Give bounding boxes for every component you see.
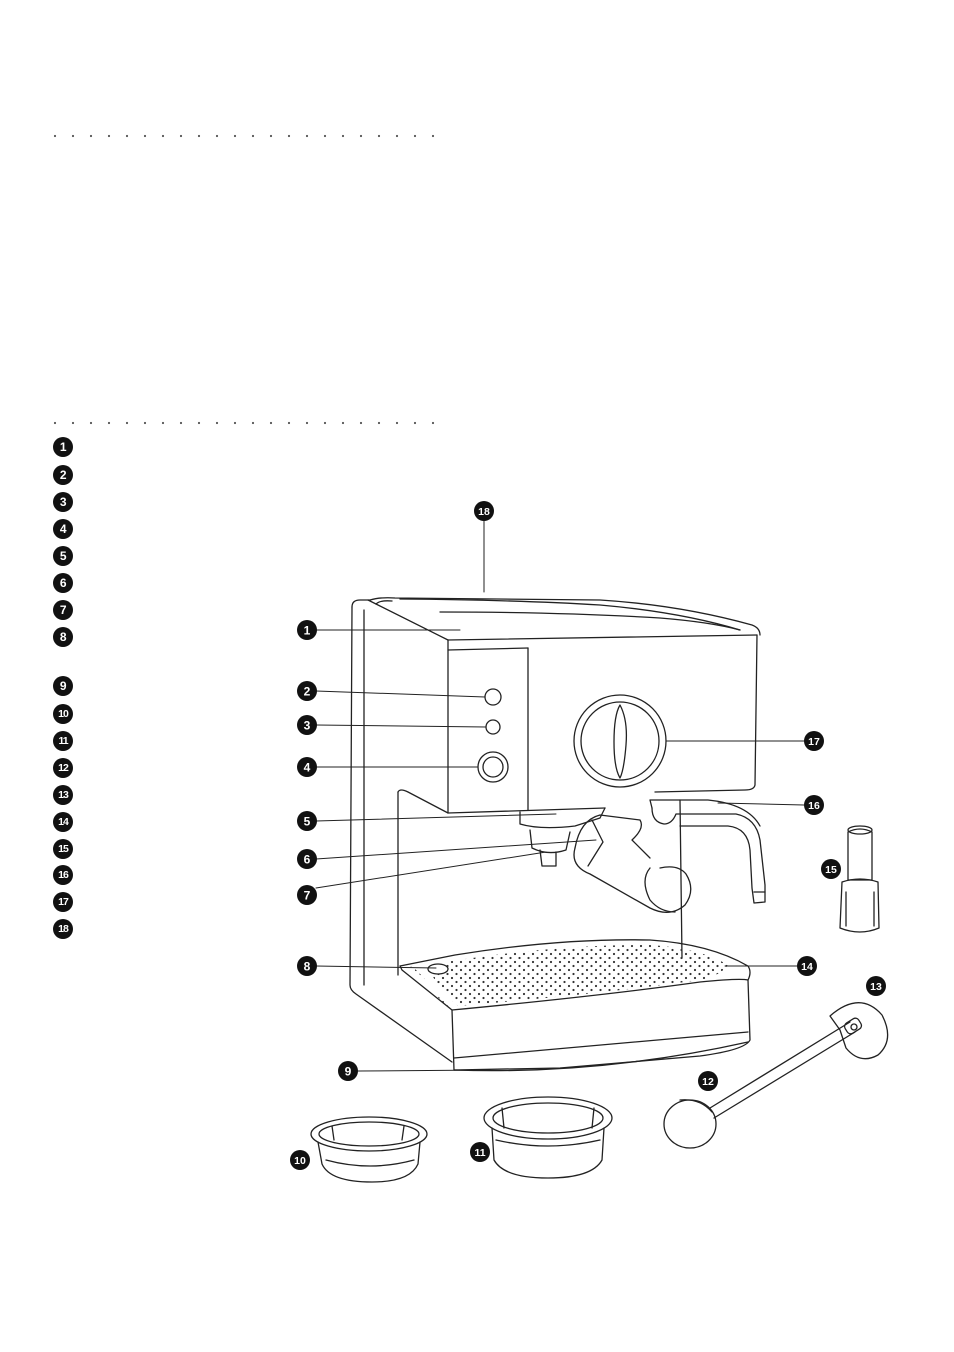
legend-number: 9 bbox=[53, 676, 73, 696]
callout-number: 17 bbox=[808, 736, 820, 748]
legend-item-2: 2 bbox=[53, 465, 73, 485]
legend-item-6: 6 bbox=[53, 573, 73, 593]
callout-number: 14 bbox=[801, 961, 813, 973]
callout-number: 6 bbox=[304, 853, 311, 867]
filter-holder bbox=[519, 807, 692, 913]
legend-number: 18 bbox=[53, 919, 73, 939]
legend-item-10: 10 bbox=[53, 704, 73, 724]
callout-number: 9 bbox=[345, 1065, 352, 1079]
legend-item-13: 13 bbox=[53, 785, 73, 805]
callout-4: 4 bbox=[297, 757, 317, 777]
callout-3: 3 bbox=[297, 715, 317, 735]
legend-number: 8 bbox=[53, 627, 73, 647]
legend-number: 16 bbox=[53, 865, 73, 885]
dotted-rule-bottom bbox=[53, 421, 435, 425]
callout-number: 2 bbox=[304, 685, 311, 699]
callout-12: 12 bbox=[698, 1071, 718, 1091]
legend-number: 12 bbox=[53, 758, 73, 778]
legend-item-11: 11 bbox=[53, 731, 73, 751]
legend-item-5: 5 bbox=[53, 546, 73, 566]
legend-number: 2 bbox=[53, 465, 73, 485]
callout-number: 13 bbox=[870, 981, 882, 993]
legend-item-15: 15 bbox=[53, 839, 73, 859]
callout-15: 15 bbox=[821, 859, 841, 879]
callout-number: 1 bbox=[304, 624, 311, 638]
legend-number: 1 bbox=[53, 437, 73, 457]
legend-number: 7 bbox=[53, 600, 73, 620]
callout-17: 17 bbox=[804, 731, 824, 751]
legend-item-14: 14 bbox=[53, 812, 73, 832]
measuring-spoon bbox=[663, 1002, 889, 1149]
legend-number: 13 bbox=[53, 785, 73, 805]
legend-number: 17 bbox=[53, 892, 73, 912]
callout-number: 5 bbox=[304, 815, 311, 829]
callout-9: 9 bbox=[338, 1061, 358, 1081]
filter-basket-single bbox=[310, 1116, 428, 1183]
legend-number: 4 bbox=[53, 519, 73, 539]
callout-10: 10 bbox=[290, 1150, 310, 1170]
dotted-rule-top bbox=[53, 134, 435, 138]
filter-basket-double bbox=[483, 1096, 613, 1179]
legend-item-4: 4 bbox=[53, 519, 73, 539]
callout-2: 2 bbox=[297, 681, 317, 701]
frothing-jug bbox=[839, 825, 880, 933]
callout-number: 16 bbox=[808, 800, 820, 812]
callout-number: 18 bbox=[478, 506, 490, 518]
legend-number: 5 bbox=[53, 546, 73, 566]
legend-number: 11 bbox=[53, 731, 73, 751]
callout-7: 7 bbox=[297, 885, 317, 905]
legend-item-8: 8 bbox=[53, 627, 73, 647]
callout-number: 3 bbox=[304, 719, 311, 733]
callout-16: 16 bbox=[804, 795, 824, 815]
callout-5: 5 bbox=[297, 811, 317, 831]
callout-number: 4 bbox=[304, 761, 311, 775]
legend-number: 6 bbox=[53, 573, 73, 593]
legend-item-18: 18 bbox=[53, 919, 73, 939]
drip-tray bbox=[399, 939, 751, 1072]
legend-number: 10 bbox=[53, 704, 73, 724]
legend-item-7: 7 bbox=[53, 600, 73, 620]
callout-1: 1 bbox=[297, 620, 317, 640]
legend-item-12: 12 bbox=[53, 758, 73, 778]
legend-item-9: 9 bbox=[53, 676, 73, 696]
legend-item-16: 16 bbox=[53, 865, 73, 885]
parts-legend: 1 2 3 4 5 6 7 8 9 10 11 12 13 14 15 16 1… bbox=[53, 437, 93, 939]
callout-number: 11 bbox=[474, 1147, 485, 1159]
indicator-light bbox=[485, 719, 501, 735]
legend-item-1: 1 bbox=[53, 437, 73, 457]
legend-item-17: 17 bbox=[53, 892, 73, 912]
callout-number: 15 bbox=[825, 864, 837, 876]
callout-14: 14 bbox=[797, 956, 817, 976]
legend-number: 14 bbox=[53, 812, 73, 832]
legend-number: 3 bbox=[53, 492, 73, 512]
power-button bbox=[484, 688, 502, 706]
callout-number: 10 bbox=[294, 1155, 306, 1167]
callout-number: 12 bbox=[702, 1076, 714, 1088]
callout-18: 18 bbox=[474, 501, 494, 521]
legend-item-3: 3 bbox=[53, 492, 73, 512]
steam-nozzle bbox=[649, 799, 766, 904]
callout-6: 6 bbox=[297, 849, 317, 869]
leader-lines bbox=[315, 519, 805, 1072]
steam-control-knob bbox=[573, 694, 667, 788]
callout-13: 13 bbox=[866, 976, 886, 996]
callout-number: 7 bbox=[304, 889, 311, 903]
callout-8: 8 bbox=[297, 956, 317, 976]
callout-11: 11 bbox=[470, 1142, 490, 1162]
legend-number: 15 bbox=[53, 839, 73, 859]
callout-number: 8 bbox=[304, 960, 311, 974]
